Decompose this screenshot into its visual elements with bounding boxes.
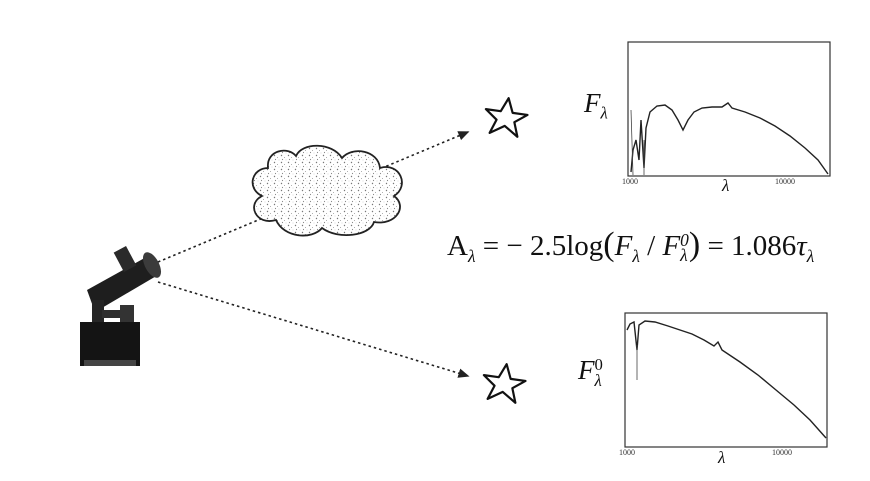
eq-lhs-sub: λ (467, 245, 476, 266)
eq-f0-sub: λ (680, 245, 688, 266)
eq-f-sub: λ (632, 245, 640, 266)
eq-lhs: A (447, 230, 468, 262)
eq-f0: F (662, 230, 681, 262)
eq-tau-sub: λ (806, 245, 815, 266)
top-plot-frame (627, 41, 831, 177)
bottom-plot-frame (624, 312, 828, 448)
bottom-ylabel-base: F (578, 355, 595, 385)
top-plot-xtick-1: 1000 (622, 177, 638, 186)
bottom-plot-xlabel: λ (718, 448, 726, 467)
top-plot-xtick-2: 10000 (775, 177, 795, 186)
eq-rhs: = 1.086 (700, 230, 797, 262)
bottom-ylabel-sub: λ (594, 370, 602, 390)
top-plot-xlabel: λ (722, 176, 730, 195)
top-spectrum-plot (627, 41, 831, 177)
eq-close-paren: ) (688, 226, 701, 263)
bottom-spectrum-plot (624, 312, 828, 448)
telescope-icon (80, 246, 162, 366)
eq-f0-sup: 0 (680, 229, 689, 250)
dust-cloud-icon (251, 144, 403, 237)
top-ylabel-base: F (584, 88, 601, 118)
star-bottom-icon (482, 363, 527, 404)
sightline-through-cloud (157, 131, 470, 263)
top-spectrum-curve (630, 102, 829, 175)
eq-middle: = − 2.5log (475, 230, 604, 262)
bottom-plot-xtick-2: 10000 (772, 448, 792, 457)
eq-slash: / (639, 230, 663, 262)
eq-open-paren: ( (603, 226, 615, 263)
eq-tau: τ (796, 230, 807, 262)
sightline-clear (157, 281, 470, 378)
eq-f: F (614, 230, 633, 262)
bottom-plot-xtick-1: 1000 (619, 448, 635, 457)
star-top-icon (484, 97, 529, 138)
bottom-ylabel-sup: 0 (594, 354, 603, 374)
top-ylabel-sub: λ (600, 103, 608, 123)
top-plot-ylabel: Fλ (584, 88, 608, 123)
